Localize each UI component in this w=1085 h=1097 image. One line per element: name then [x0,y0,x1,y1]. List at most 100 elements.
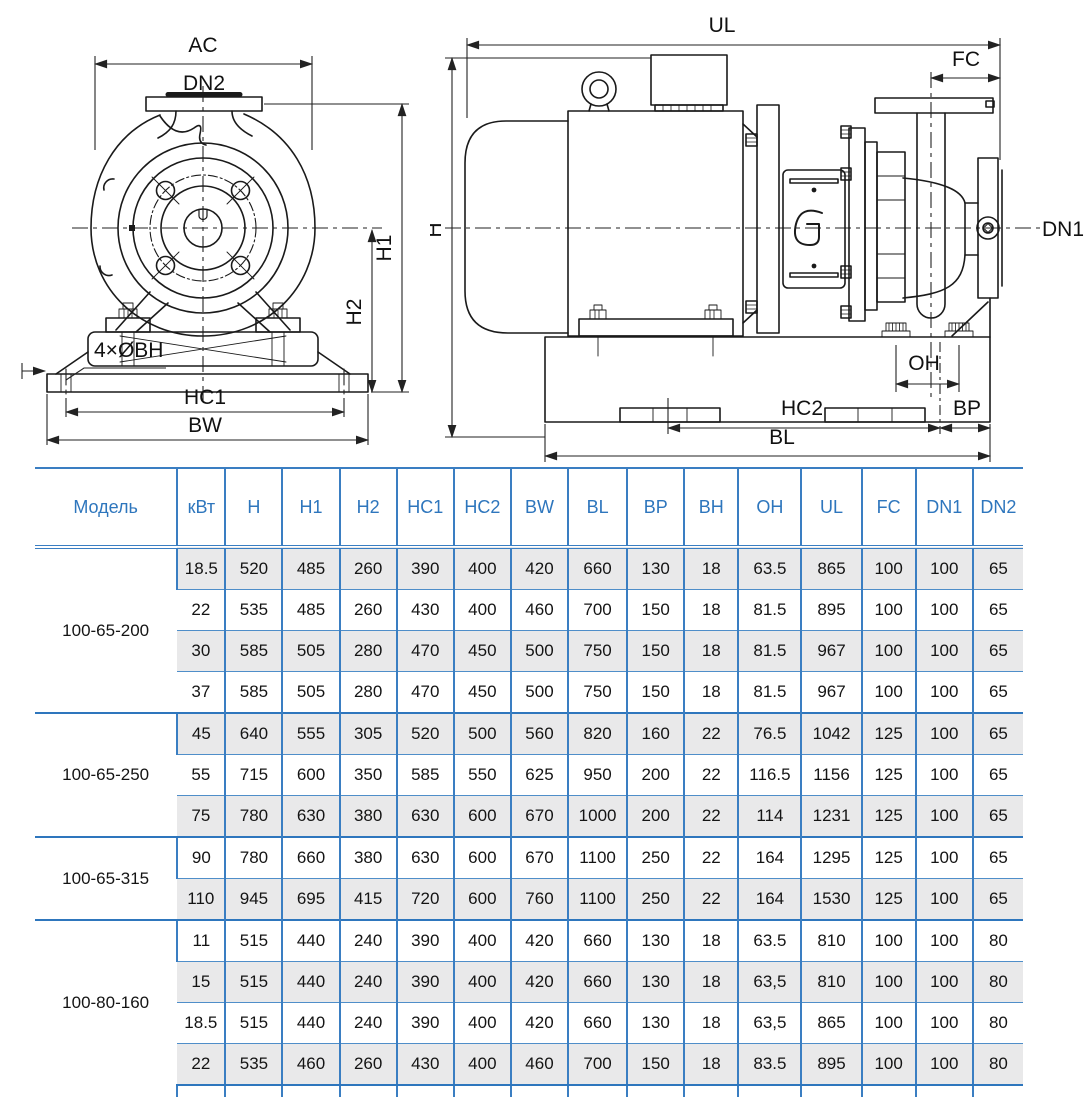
dimension-cell: 65 [971,630,1023,672]
dimension-cell: 400 [452,1043,511,1086]
dim-label-h2: H2 [343,299,366,326]
dimension-cell: 750 [567,671,628,713]
dimension-cell: 630 [395,795,454,837]
dimension-cell: 1042 [800,712,862,755]
dimension-cell: 100 [860,589,916,631]
dimension-cell: 520 [395,712,454,755]
dimension-cell: 240 [338,1002,397,1044]
dim-label-dn2: DN2 [183,72,225,95]
dimension-cell: 280 [338,671,397,713]
dimension-cell: 22 [683,754,739,796]
dimension-cell: 100 [860,919,916,962]
dimension-cell: 470 [395,630,454,672]
front-pump-body [90,92,316,337]
dimension-cell: 515 [224,919,283,962]
dimension-cell: 1156 [800,754,862,796]
dimension-cell: 65 [971,836,1023,879]
dimension-cell: 967 [800,671,862,713]
col-header-bh: BH [683,468,739,549]
dimension-cell: 18.5 [176,546,226,590]
dimension-cell: 18 [683,1043,739,1086]
dimension-cell: 45 [176,712,226,755]
dimension-cell: 125 [860,836,916,879]
dimension-cell: 625 [509,754,569,796]
dimension-cell: 65 [971,671,1023,713]
dimension-cell: 810 [800,919,862,962]
dim-label-bolt-holes: 4×ØBH [94,339,163,362]
dimension-cell: 240 [338,919,397,962]
dim-label-h1: H1 [373,235,396,262]
dimension-cell: 305 [338,712,397,755]
dimension-cell: 585 [224,671,283,713]
dimension-cell: 865 [800,546,862,590]
dimension-cell: 700 [567,589,628,631]
dimension-cell: 420 [509,919,569,962]
dimension-cell: 280 [338,630,397,672]
dimension-cell: 11 [176,919,226,962]
dimension-cell: 640 [224,712,283,755]
pump-dimension-drawings: AC DN2 H1 H2 4×ØBH HC1 BW [0,0,1085,463]
dimension-cell: 585 [224,630,283,672]
dimension-cell: 260 [338,589,397,631]
dimension-cell: 100 [860,1002,916,1044]
model-cell: 100-65-315 [35,836,178,920]
dim-label-bw: BW [188,414,222,437]
dimension-cell: 116.5 [737,754,802,796]
dimension-cell: 150 [626,671,685,713]
dimension-cell: 100 [860,671,916,713]
front-base [46,291,369,399]
dimension-cell: 200 [626,795,685,837]
dimension-cell: 130 [626,1002,685,1044]
dim-label-bp: BP [953,397,981,420]
dimension-cell: 83.5 [737,1043,802,1086]
model-cell: 100-80-160 [35,919,178,1085]
dimension-cell: 260 [338,1043,397,1086]
dimension-cell: 22 [683,795,739,837]
dim-label-ac: AC [188,34,217,57]
dimension-cell: 125 [860,878,916,920]
dimension-cell: 260 [338,546,397,590]
dimension-cell: 1231 [800,795,862,837]
dimension-cell: 720 [395,878,454,920]
dimension-cell: 22 [683,878,739,920]
dimension-cell: 63.5 [737,919,802,962]
dimension-cell: 80 [971,1002,1023,1044]
dim-label-bl: BL [769,426,795,449]
dimension-cell: 505 [281,671,340,713]
dimension-cell: 1295 [800,836,862,879]
front-view-drawing: AC DN2 H1 H2 4×ØBH HC1 BW [21,34,409,445]
col-header-bl: BL [567,468,628,549]
dimension-cell: 55 [177,754,226,796]
dimension-cell: 400 [452,589,511,631]
dimension-cell: 750 [567,630,628,672]
dimension-cell: 81.5 [737,630,802,672]
dimension-cell: 670 [509,836,569,879]
dimension-cell: 63,5 [737,1002,802,1044]
dimension-cell: 430 [395,1043,454,1086]
dimension-cell: 100 [914,878,973,920]
dim-label-hc2: HC2 [781,397,823,420]
dimension-cell: 250 [626,836,685,879]
dimension-cell: 150 [626,589,685,631]
dimension-cell: 18 [683,1002,739,1044]
dimension-cell: 600 [281,754,340,796]
col-header-dn1: DN1 [914,468,973,549]
dimension-cell: 500 [509,630,569,672]
dimension-cell: 100 [914,671,973,713]
dimension-cell: 450 [452,630,511,672]
dimension-cell: 450 [452,671,511,713]
dimension-cell: 18 [683,589,739,631]
dimension-cell: 865 [800,1002,862,1044]
dimension-cell: 100 [914,712,973,755]
dimension-cell: 90 [176,836,226,879]
dimensions-table: Модель кВт H H1 H2 HC1 HC2 BW BL BP BH O… [35,467,1023,1097]
dimension-cell: 420 [509,961,569,1003]
dimension-cell: 63.5 [737,546,802,590]
dimension-cell: 100 [914,630,973,672]
dimension-cell: 505 [281,630,340,672]
